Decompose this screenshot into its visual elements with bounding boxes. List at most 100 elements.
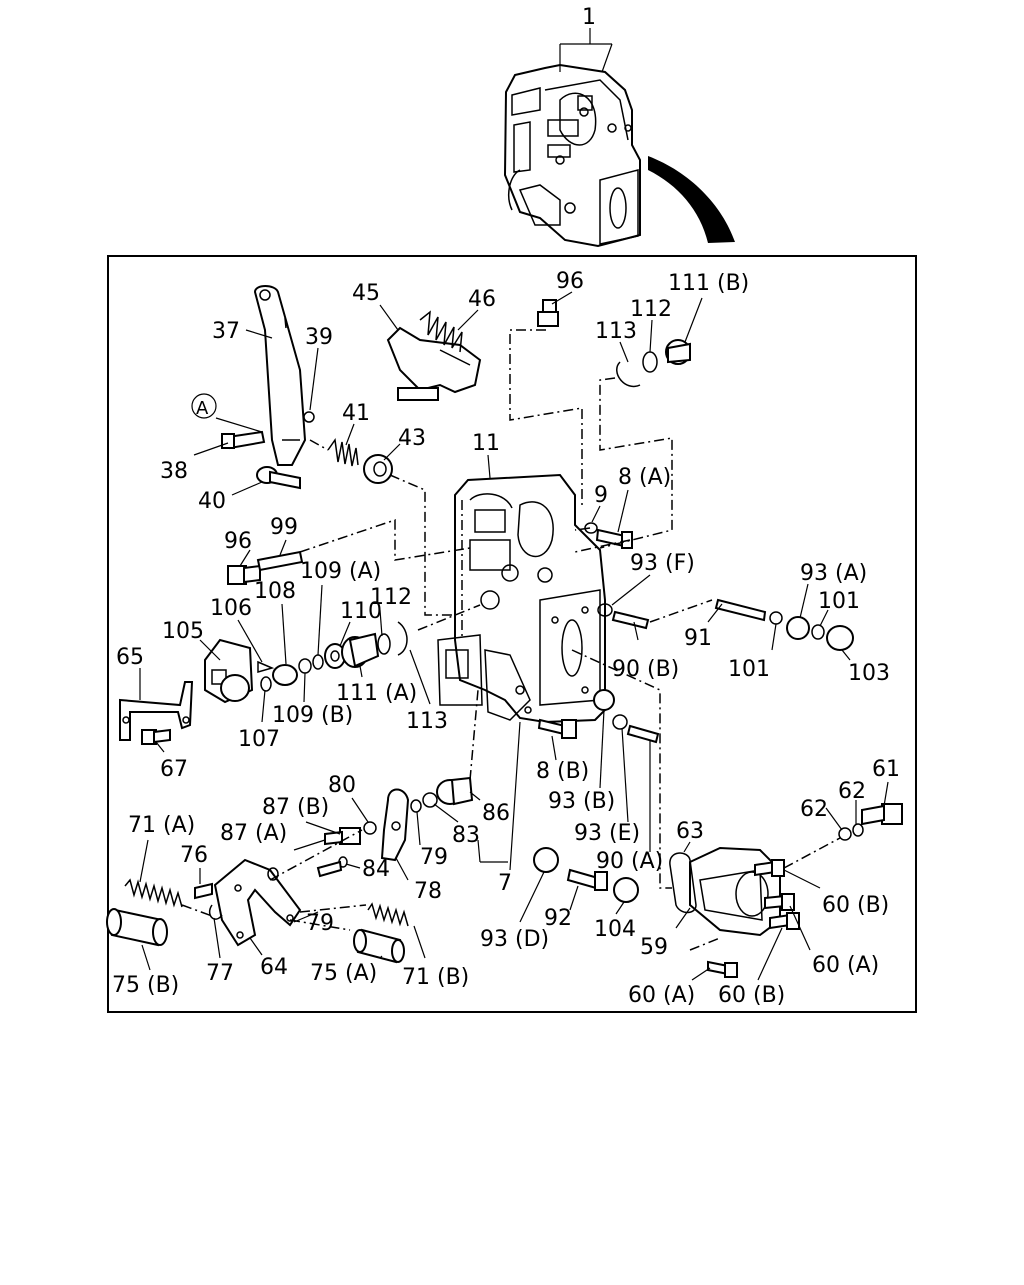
label-part-93a: 93 (A) xyxy=(800,561,867,586)
label-part-107: 107 xyxy=(238,727,280,752)
label-part-96-top: 96 xyxy=(556,269,584,294)
assembly-overview xyxy=(503,28,735,248)
label-part-101-right: 101 xyxy=(818,589,860,614)
label-part-75a: 75 (A) xyxy=(310,961,377,986)
ring-113-left xyxy=(397,621,408,656)
washer-79b xyxy=(267,867,279,881)
label-part-60b-upper: 60 (B) xyxy=(822,893,889,918)
label-part-67: 67 xyxy=(160,757,188,782)
nut-93d xyxy=(533,847,559,873)
nut-93f xyxy=(597,603,613,617)
label-part-65: 65 xyxy=(116,645,144,670)
gasket-63 xyxy=(669,852,697,914)
label-part-96-left: 96 xyxy=(224,529,252,554)
part-labels: 1 37 39 45 46 96 113 112 111 (B) A 41 43… xyxy=(112,5,900,1008)
label-part-93f: 93 (F) xyxy=(630,551,695,576)
clip-39 xyxy=(303,411,315,423)
bolt-92-head xyxy=(594,871,608,891)
plug-111a xyxy=(341,632,380,668)
label-part-78: 78 xyxy=(414,879,442,904)
stud-91 xyxy=(714,598,767,622)
washer-107 xyxy=(260,676,272,692)
bolt-96-left xyxy=(227,564,261,585)
label-part-99: 99 xyxy=(270,515,298,540)
bolt-8b xyxy=(537,718,577,739)
washer-109a xyxy=(312,654,324,670)
ring-113-top xyxy=(616,361,641,388)
label-part-110: 110 xyxy=(340,599,382,624)
label-part-75b: 75 (B) xyxy=(112,973,179,998)
label-part-87b: 87 (B) xyxy=(262,795,329,820)
actuator-105 xyxy=(204,638,254,704)
bolt-92 xyxy=(566,868,600,890)
plug-111b xyxy=(665,339,691,365)
label-part-45: 45 xyxy=(352,281,380,306)
label-part-112-top: 112 xyxy=(630,297,672,322)
sleeve-75b xyxy=(106,908,168,947)
label-part-80: 80 xyxy=(328,773,356,798)
label-part-11: 11 xyxy=(472,431,500,456)
oring-112-top xyxy=(642,351,658,373)
label-part-43: 43 xyxy=(398,426,426,451)
washer-83 xyxy=(422,792,438,808)
plate-64 xyxy=(213,858,302,947)
label-part-93b: 93 (B) xyxy=(548,789,615,814)
bolt-61 xyxy=(861,803,903,826)
cover-59 xyxy=(689,846,781,937)
lever-45 xyxy=(386,326,482,401)
label-part-105: 105 xyxy=(162,619,204,644)
washer-80 xyxy=(363,821,377,835)
pin-76 xyxy=(194,882,213,900)
bolt-60a-right xyxy=(764,893,795,911)
key-106 xyxy=(257,660,275,673)
label-part-77: 77 xyxy=(206,961,234,986)
label-part-113-top: 113 xyxy=(595,319,637,344)
label-part-46: 46 xyxy=(468,287,496,312)
label-part-61: 61 xyxy=(872,757,900,782)
label-part-79-low: 79 xyxy=(306,911,334,936)
label-part-84: 84 xyxy=(362,857,390,882)
nut-43 xyxy=(363,454,393,484)
label-part-106: 106 xyxy=(210,596,252,621)
label-part-40: 40 xyxy=(198,489,226,514)
label-part-93d: 93 (D) xyxy=(480,927,549,952)
label-part-104: 104 xyxy=(594,917,636,942)
bolt-60b-upper xyxy=(754,859,785,877)
housing-11 xyxy=(437,473,606,724)
sleeve-75a xyxy=(353,928,405,964)
label-part-71b: 71 (B) xyxy=(402,965,469,990)
washer-101b xyxy=(811,624,825,640)
label-ref-a: A xyxy=(196,398,209,419)
label-part-62-left: 62 xyxy=(800,797,828,822)
label-part-90a: 90 (A) xyxy=(596,849,663,874)
label-part-76: 76 xyxy=(180,843,208,868)
label-part-93e: 93 (E) xyxy=(574,821,640,846)
label-part-59: 59 xyxy=(640,935,668,960)
label-part-41: 41 xyxy=(342,401,370,426)
label-part-101-mid: 101 xyxy=(728,657,770,682)
label-part-60a-bottom: 60 (A) xyxy=(628,983,695,1008)
nut-93a xyxy=(786,616,810,640)
label-part-60a-right: 60 (A) xyxy=(812,953,879,978)
diagram-frame xyxy=(107,255,917,1013)
lever-37 xyxy=(253,285,307,466)
label-part-87a: 87 (A) xyxy=(220,821,287,846)
lever-78 xyxy=(380,788,410,862)
bolt-40 xyxy=(256,466,301,490)
label-part-92: 92 xyxy=(544,906,572,931)
cap-103 xyxy=(826,625,854,651)
label-part-103: 103 xyxy=(848,661,890,686)
nut-93e xyxy=(612,714,628,730)
cap-104 xyxy=(613,877,639,903)
label-part-1: 1 xyxy=(582,5,596,30)
washer-109b xyxy=(298,658,312,674)
label-part-38: 38 xyxy=(160,459,188,484)
label-part-7: 7 xyxy=(498,871,512,896)
washer-101a xyxy=(769,611,783,625)
bolt-60b-lower xyxy=(769,912,800,930)
clip-77 xyxy=(208,904,223,920)
spring-46 xyxy=(419,310,463,353)
label-part-8b: 8 (B) xyxy=(536,759,589,784)
